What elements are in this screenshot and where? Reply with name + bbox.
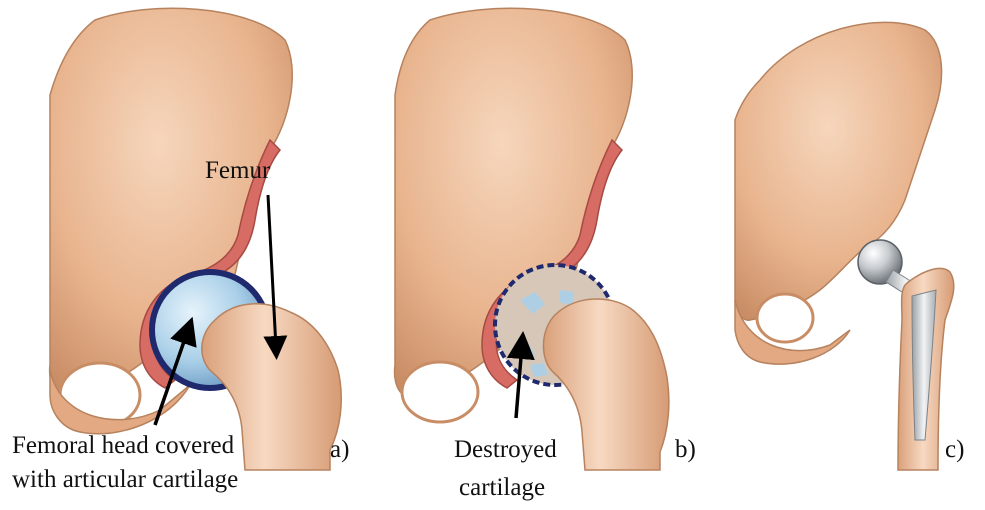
femoral-head-label-line2: with articular cartilage bbox=[12, 466, 238, 494]
panel-c-letter: c) bbox=[945, 436, 964, 464]
panel-b-arthritic-hip bbox=[395, 8, 669, 470]
destroyed-cartilage-label-line2: cartilage bbox=[459, 474, 545, 502]
pelvis-bone bbox=[735, 22, 942, 320]
panel-a-healthy-hip bbox=[50, 8, 342, 470]
panel-a-letter: a) bbox=[330, 436, 349, 464]
obturator-foramen bbox=[402, 362, 478, 422]
femoral-head-label-line1: Femoral head covered bbox=[12, 432, 234, 460]
femur-label: Femur bbox=[205, 157, 270, 185]
panel-b-letter: b) bbox=[675, 436, 696, 464]
destroyed-cartilage-label-line1: Destroyed bbox=[454, 436, 557, 464]
panel-c-hip-replacement bbox=[735, 22, 954, 470]
obturator-foramen bbox=[757, 294, 813, 342]
